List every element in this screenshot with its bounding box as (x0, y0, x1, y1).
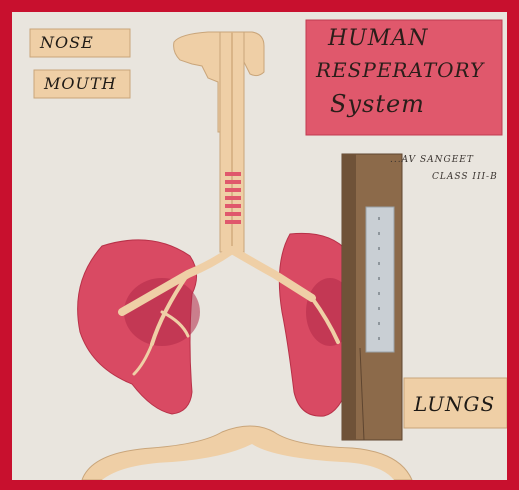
student-class: CLASS III-B (432, 172, 498, 182)
title-line-1: HUMAN (328, 26, 428, 51)
lungs-label: LUNGS (414, 392, 495, 416)
title-line-3: System (330, 90, 425, 118)
project-board: NOSE MOUTH LUNGS HUMAN RESPERATORY Syste… (12, 12, 507, 480)
title-line-2: RESPERATORY (316, 58, 484, 82)
mouth-label: MOUTH (44, 74, 117, 93)
nose-label: NOSE (40, 33, 94, 52)
student-name: ...AV SANGEET (390, 155, 474, 165)
nasal-cavity-shape (174, 32, 264, 132)
